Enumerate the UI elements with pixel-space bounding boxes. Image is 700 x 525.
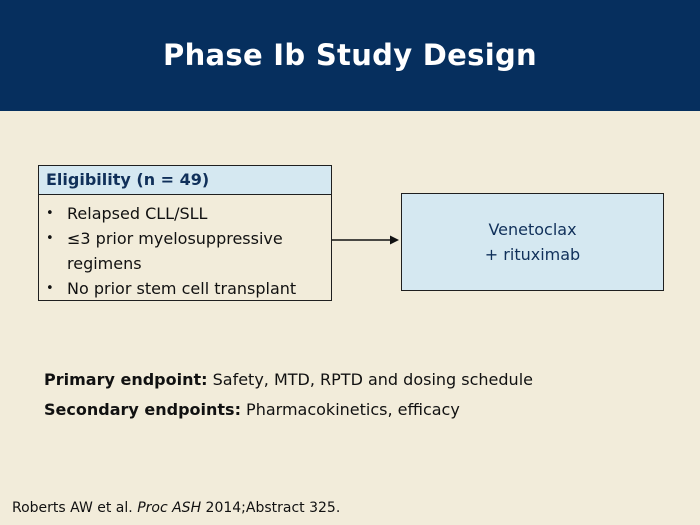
citation-details: 2014;Abstract 325.: [201, 500, 341, 516]
citation: Roberts AW et al. Proc ASH 2014;Abstract…: [12, 500, 340, 516]
eligibility-item-text: ≤3 prior myelosuppressive regimens: [67, 229, 283, 273]
eligibility-item: • ≤3 prior myelosuppressive regimens: [39, 226, 331, 276]
eligibility-item: • No prior stem cell transplant: [39, 276, 331, 301]
secondary-endpoint-text: Pharmacokinetics, efficacy: [240, 400, 460, 419]
citation-journal: Proc ASH: [137, 500, 202, 516]
arrow-connector: [332, 235, 399, 245]
citation-authors: Roberts AW et al.: [12, 500, 138, 516]
eligibility-list: • Relapsed CLL/SLL • ≤3 prior myelosuppr…: [39, 195, 331, 301]
bullet-icon: •: [46, 231, 54, 246]
eligibility-item-text: Relapsed CLL/SLL: [67, 204, 208, 223]
treatment-line-2: + rituximab: [484, 245, 581, 264]
secondary-endpoint: Secondary endpoints: Pharmacokinetics, e…: [44, 395, 533, 425]
title-banner: Phase Ib Study Design: [0, 0, 700, 111]
bullet-icon: •: [46, 206, 54, 221]
slide-title: Phase Ib Study Design: [163, 38, 537, 72]
eligibility-item: • Relapsed CLL/SLL: [39, 201, 331, 226]
primary-endpoint-label: Primary endpoint:: [44, 370, 208, 389]
eligibility-header: Eligibility (n = 49): [39, 166, 331, 195]
treatment-line-1: Venetoclax: [488, 220, 577, 239]
primary-endpoint-text: Safety, MTD, RPTD and dosing schedule: [207, 370, 533, 389]
eligibility-box: Eligibility (n = 49) • Relapsed CLL/SLL …: [38, 165, 332, 301]
primary-endpoint: Primary endpoint: Safety, MTD, RPTD and …: [44, 365, 533, 395]
bullet-icon: •: [46, 281, 54, 296]
arrow-head-icon: [390, 235, 399, 245]
endpoints-section: Primary endpoint: Safety, MTD, RPTD and …: [44, 365, 533, 425]
secondary-endpoint-label: Secondary endpoints:: [44, 400, 241, 419]
treatment-box: Venetoclax + rituximab: [401, 193, 664, 291]
eligibility-item-text: No prior stem cell transplant: [67, 279, 297, 298]
